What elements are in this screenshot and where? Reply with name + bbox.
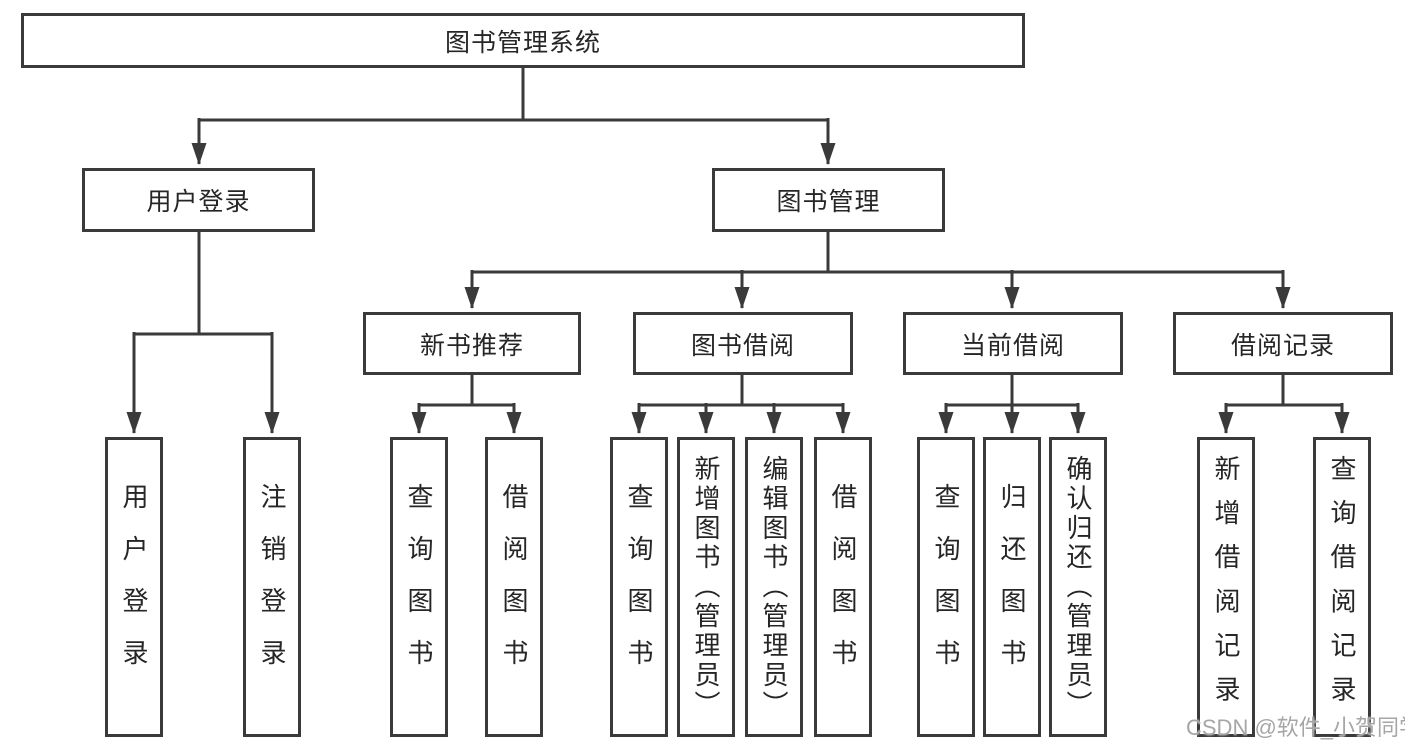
node-book-borrowing: 图书借阅 bbox=[633, 312, 853, 375]
node-borrow-records: 借阅记录 bbox=[1173, 312, 1393, 375]
leaf-return-books: 归还图书 bbox=[983, 437, 1041, 737]
leaf-edit-books: 编辑图书（管理员） bbox=[745, 437, 803, 737]
watermark: CSDN @软件_小贺同学 bbox=[1186, 715, 1405, 740]
node-new-book-recommend: 新书推荐 bbox=[363, 312, 581, 375]
leaf-confirm-return: 确认归还（管理员） bbox=[1049, 437, 1107, 737]
leaf-borrow-books-1: 借阅图书 bbox=[485, 437, 543, 737]
node-book-management: 图书管理 bbox=[712, 168, 945, 232]
node-user-login: 用户登录 bbox=[82, 168, 315, 232]
leaf-logout: 注销登录 bbox=[243, 437, 301, 737]
node-root: 图书管理系统 bbox=[21, 13, 1025, 68]
leaf-add-books: 新增图书（管理员） bbox=[677, 437, 735, 737]
connector-lines bbox=[126, 66, 1350, 434]
leaf-query-books-3: 查询图书 bbox=[917, 437, 975, 737]
leaf-query-books-1: 查询图书 bbox=[390, 437, 448, 737]
node-current-borrowing: 当前借阅 bbox=[903, 312, 1123, 375]
leaf-add-borrow-record: 新增借阅记录 bbox=[1197, 437, 1255, 737]
leaf-query-borrow-record: 查询借阅记录 bbox=[1313, 437, 1371, 737]
leaf-borrow-books-2: 借阅图书 bbox=[814, 437, 872, 737]
leaf-user-login: 用户登录 bbox=[105, 437, 163, 737]
leaf-query-books-2: 查询图书 bbox=[610, 437, 668, 737]
